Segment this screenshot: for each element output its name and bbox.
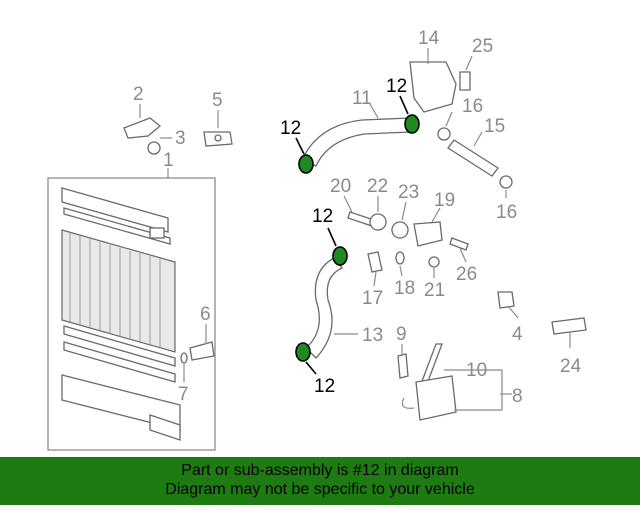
callout-3: 3 — [175, 128, 186, 149]
callout-12-lower-bottom: 12 — [314, 376, 335, 397]
cap-part-4 — [497, 291, 515, 309]
reservoir-assembly — [397, 343, 457, 421]
callout-20: 20 — [330, 176, 351, 197]
lower-hose-part-13 — [305, 257, 344, 359]
callout-18: 18 — [394, 278, 415, 299]
callout-22: 22 — [367, 176, 388, 197]
plug-part-21 — [428, 256, 440, 268]
banner-line-disclaimer: Diagram may not be specific to your vehi… — [165, 481, 475, 498]
bypass-hose-part-15 — [447, 139, 499, 177]
callout-16b: 16 — [496, 202, 517, 223]
inlet-housing-part-19 — [413, 221, 443, 247]
callout-12-upper-right: 12 — [386, 76, 407, 97]
oring-part-18 — [395, 251, 405, 265]
callout-7: 7 — [178, 384, 189, 405]
bracket-part-2 — [123, 117, 162, 139]
callout-13: 13 — [362, 325, 383, 346]
fitting-part-24 — [551, 317, 587, 335]
clip-part-16a — [437, 127, 451, 141]
callout-17: 17 — [362, 288, 383, 309]
callout-12-lower-top: 12 — [312, 206, 333, 227]
thermostat-part-23 — [391, 221, 409, 239]
callout-4: 4 — [512, 324, 523, 345]
parts-diagram: 1 2 3 5 6 7 11 14 25 16 15 16 20 22 23 1… — [47, 28, 587, 451]
clip-part-16b — [499, 175, 513, 189]
oring-part-7 — [180, 352, 188, 364]
sensor-part-25 — [459, 71, 471, 91]
callout-15: 15 — [484, 116, 505, 137]
radiator-assembly — [47, 177, 216, 451]
banner-line-part: Part or sub-assembly is #12 in diagram — [181, 462, 459, 479]
gasket-part-22 — [369, 213, 387, 231]
clamp-part-12-upper-right[interactable] — [404, 114, 420, 134]
upper-hose-part-11 — [301, 117, 411, 167]
callout-10: 10 — [466, 360, 487, 381]
callout-16a: 16 — [462, 96, 483, 117]
callout-11: 11 — [352, 88, 372, 109]
callout-9: 9 — [396, 324, 407, 345]
callout-19: 19 — [434, 190, 455, 211]
callout-23: 23 — [398, 182, 419, 203]
callout-2: 2 — [133, 84, 144, 105]
callout-8: 8 — [512, 386, 523, 407]
pipe-part-17 — [367, 251, 383, 273]
part-info-banner: Part or sub-assembly is #12 in diagram D… — [0, 457, 640, 505]
callout-25: 25 — [472, 36, 493, 57]
callout-26: 26 — [456, 264, 477, 285]
callout-24: 24 — [560, 356, 582, 377]
callout-12-upper-left: 12 — [280, 118, 301, 139]
sensor-part-26 — [449, 237, 469, 251]
callout-14: 14 — [418, 28, 440, 49]
cushion-part-3 — [147, 141, 161, 155]
clamp-part-12-lower-bottom[interactable] — [295, 342, 311, 362]
callout-21: 21 — [424, 280, 445, 301]
water-outlet-part-14 — [409, 61, 457, 113]
callout-6: 6 — [200, 304, 211, 325]
drain-cock-part-6 — [189, 341, 215, 361]
callout-5: 5 — [212, 90, 223, 111]
clamp-part-12-lower-top[interactable] — [332, 246, 348, 266]
clamp-part-12-upper-left[interactable] — [298, 154, 314, 174]
callout-1: 1 — [163, 150, 174, 171]
